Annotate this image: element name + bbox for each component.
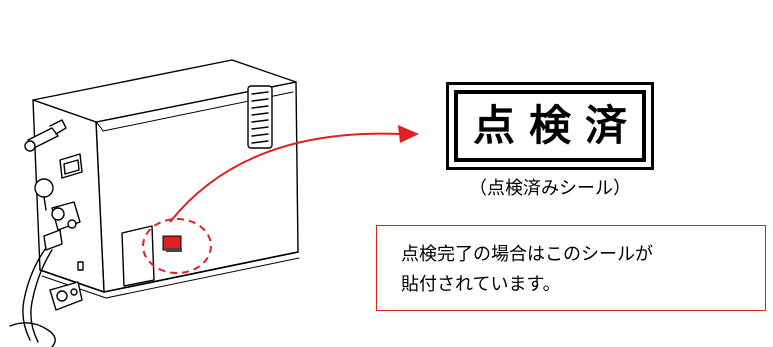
note-line-2: 貼付されています。 — [401, 274, 561, 295]
device-sticker — [162, 235, 182, 252]
sticker-caption: （点検済みシール） — [469, 178, 631, 199]
arrow-path — [169, 132, 401, 223]
vent-grille — [247, 85, 273, 149]
note-line-1: 点検完了の場合はこのシールが — [401, 244, 653, 265]
front-label-panel — [121, 225, 155, 287]
device-sticker-mark — [162, 235, 182, 251]
red-curved-arrow-icon — [169, 125, 419, 223]
arrow-head — [398, 125, 419, 143]
water-heater-icon — [9, 59, 300, 347]
highlight-ellipse — [142, 218, 212, 274]
side-fittings — [9, 119, 84, 347]
inspected-sticker-enlarged: 点検済 — [446, 82, 654, 170]
sticker-text: 点検済 — [472, 101, 641, 150]
note-box: 点検完了の場合はこのシールが 貼付されています。 — [376, 225, 766, 311]
sticker-inner-border: 点検済 — [454, 90, 646, 162]
